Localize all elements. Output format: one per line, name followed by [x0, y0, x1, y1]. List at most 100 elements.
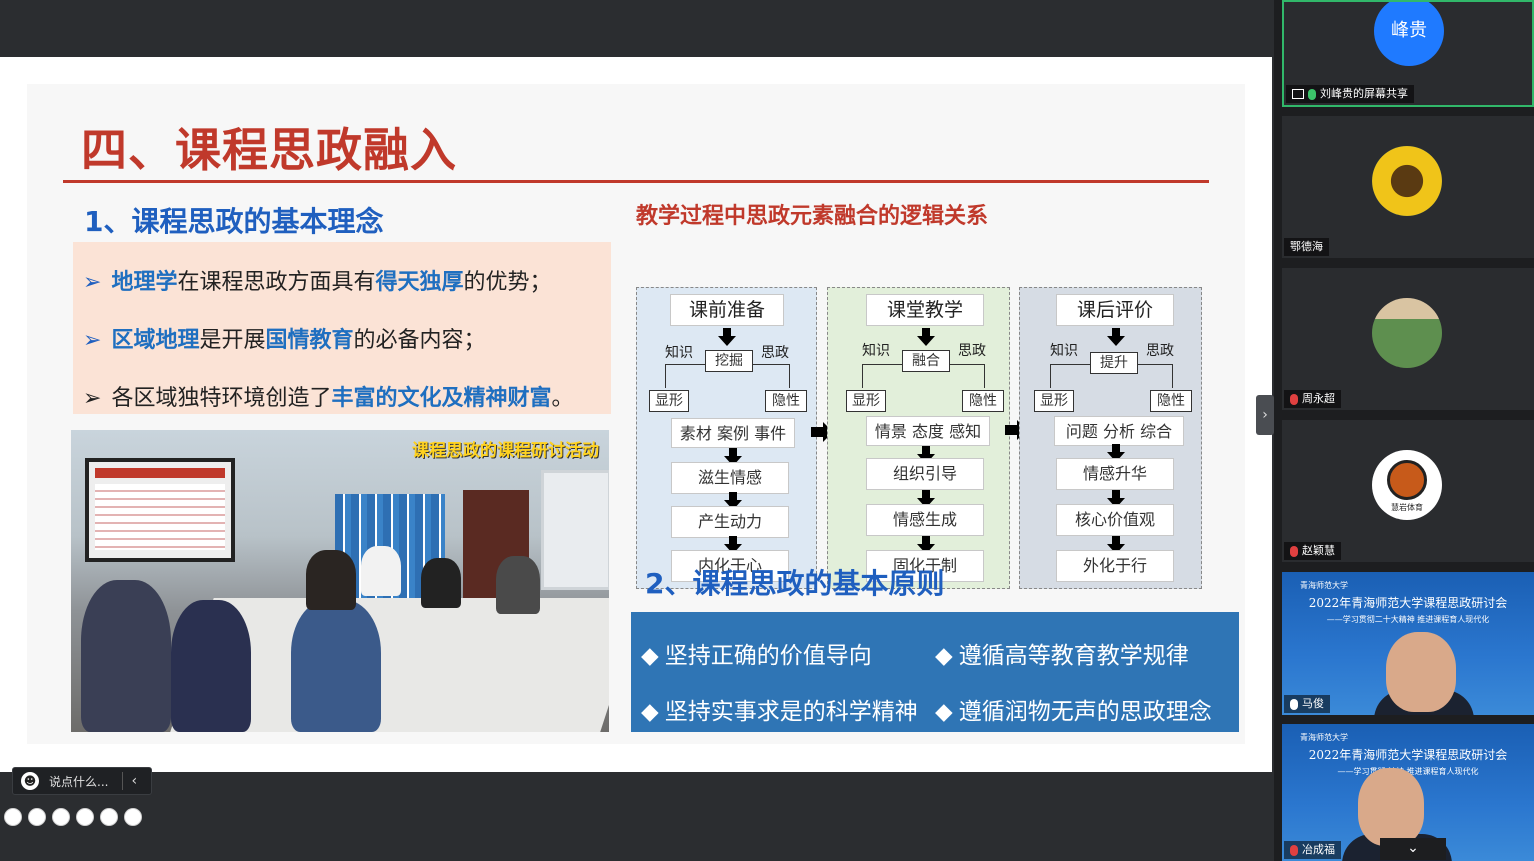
principle-text: 坚持实事求是的科学精神	[664, 699, 918, 725]
principle-text: 遵循润物无声的思政理念	[958, 699, 1212, 725]
principle-item: ◆坚持实事求是的科学精神	[641, 692, 918, 726]
presentation-slide: 四、课程思政融入 1、课程思政的基本理念 ➢地理学在课程思政方面具有得天独厚的优…	[27, 84, 1245, 744]
explicit-box: 显形	[1034, 390, 1074, 412]
down-arrow-icon	[718, 328, 736, 346]
process-box: 融合	[902, 350, 950, 372]
section-heading-concepts: 1、课程思政的基本理念	[84, 205, 384, 238]
connector-line	[753, 364, 789, 365]
principle-text: 坚持正确的价值导向	[664, 643, 872, 669]
explicit-box: 显形	[846, 390, 886, 412]
concept-text: 的必备内容；	[353, 328, 486, 353]
mic-muted-icon	[1290, 545, 1298, 557]
diamond-icon: ◆	[935, 643, 953, 669]
knowledge-label: 知识	[862, 343, 890, 359]
chat-input[interactable]: 说点什么...	[49, 774, 109, 789]
participant-tile[interactable]: 峰贵 刘峰贵的屏幕共享	[1282, 0, 1534, 107]
explicit-box: 显形	[649, 390, 689, 412]
implicit-box: 隐性	[1150, 390, 1192, 412]
connector-line	[665, 364, 666, 388]
mic-muted-icon	[1290, 393, 1298, 405]
photo-person	[171, 600, 251, 732]
stage-heading: 课前准备	[670, 294, 784, 326]
process-box: 提升	[1090, 352, 1138, 374]
implicit-box: 隐性	[765, 390, 807, 412]
avatar: 慧岩体育	[1372, 450, 1442, 520]
highlight-text: 国情教育	[265, 328, 354, 353]
more-icon[interactable]	[124, 808, 142, 826]
section-heading-principles: 2、课程思政的基本原则	[645, 567, 945, 600]
implicit-box: 隐性	[962, 390, 1004, 412]
bullet-arrow-icon: ➢	[83, 386, 102, 411]
photo-person	[361, 546, 401, 596]
photo-person	[81, 580, 171, 732]
participant-name-tag: 赵颖慧	[1284, 542, 1341, 560]
ideology-label: 思政	[1146, 343, 1174, 359]
process-box: 挖掘	[705, 350, 753, 372]
highlight-text: 区域地理	[111, 328, 200, 353]
concepts-box: ➢地理学在课程思政方面具有得天独厚的优势； ➢区域地理是开展国情教育的必备内容；…	[73, 242, 611, 414]
participant-tile[interactable]: 周永超	[1282, 268, 1534, 410]
stage-heading: 课堂教学	[866, 294, 984, 326]
connector-line	[1050, 364, 1090, 365]
prev-slide-icon[interactable]	[4, 808, 22, 826]
scroll-down-button[interactable]: ⌄	[1380, 838, 1446, 860]
avatar: 峰贵	[1374, 2, 1444, 66]
shared-screen: 四、课程思政融入 1、课程思政的基本理念 ➢地理学在课程思政方面具有得天独厚的优…	[0, 57, 1272, 826]
participant-tile[interactable]: 青海师范大学 2022年青海师范大学课程思政研讨会 ——学习贯彻 精神 推进课程…	[1282, 724, 1534, 861]
participant-name-tag: 鄂德海	[1284, 238, 1329, 256]
participant-name-tag: 冶成福	[1284, 841, 1341, 859]
stage-heading: 课后评价	[1056, 294, 1174, 326]
divider	[122, 772, 124, 790]
step-box: 产生动力	[671, 506, 789, 538]
ideology-label: 思政	[761, 345, 789, 361]
mic-icon	[1308, 88, 1316, 100]
step-box: 滋生情感	[671, 462, 789, 494]
resource-row: 情景 态度 感知	[866, 416, 990, 446]
photo-caption: 课程思政的课程研讨活动	[412, 441, 599, 461]
step-box: 外化于行	[1056, 550, 1174, 582]
down-arrow-icon	[724, 536, 742, 554]
knowledge-label: 知识	[1050, 343, 1078, 359]
participant-tile[interactable]: 鄂德海	[1282, 116, 1534, 258]
emoji-icon[interactable]: ☻	[21, 772, 39, 790]
title-divider	[63, 180, 1209, 183]
pen-icon[interactable]	[52, 808, 70, 826]
chat-input-bar[interactable]: ☻ 说点什么... ‹	[12, 767, 152, 795]
resource-row: 素材 案例 事件	[671, 418, 795, 448]
step-box: 组织引导	[866, 458, 984, 490]
slides-grid-icon[interactable]	[76, 808, 94, 826]
panel-toggle-button[interactable]: ›	[1256, 395, 1274, 435]
participant-name: 周永超	[1302, 392, 1335, 405]
basketball-icon	[1387, 460, 1427, 500]
chevron-left-icon[interactable]: ‹	[131, 773, 138, 789]
participant-tile[interactable]: 慧岩体育 赵颖慧	[1282, 420, 1534, 562]
down-arrow-icon	[1107, 328, 1125, 346]
zoom-icon[interactable]	[100, 808, 118, 826]
highlight-text: 得天独厚	[375, 270, 464, 295]
banner-subtitle: ——学习贯彻二十大精神 推进课程育人现代化	[1326, 615, 1490, 624]
participants-panel: 峰贵 刘峰贵的屏幕共享 鄂德海 周永超 慧岩体育 赵颖慧 青海师范大学	[1274, 0, 1534, 861]
participant-name-tag: 周永超	[1284, 390, 1341, 408]
university-logo-text: 青海师范大学	[1300, 581, 1348, 590]
participant-tile[interactable]: 青海师范大学 2022年青海师范大学课程思政研讨会 ——学习贯彻二十大精神 推进…	[1282, 572, 1534, 715]
down-arrow-icon	[917, 490, 935, 508]
concept-item: ➢地理学在课程思政方面具有得天独厚的优势；	[83, 264, 552, 296]
avatar-caption: 慧岩体育	[1391, 503, 1423, 512]
next-slide-icon[interactable]	[28, 808, 46, 826]
knowledge-label: 知识	[665, 345, 693, 361]
participant-name: 冶成福	[1302, 843, 1335, 856]
concept-text: 在课程思政方面具有	[177, 270, 376, 295]
concept-text: 。	[551, 386, 574, 411]
connector-line	[862, 364, 902, 365]
concept-item: ➢区域地理是开展国情教育的必备内容；	[83, 322, 486, 354]
concept-text: 各区域独特环境创造了	[111, 386, 332, 411]
principle-item: ◆坚持正确的价值导向	[641, 636, 872, 670]
connector-line	[665, 364, 705, 365]
diagram-column-before-class: 课前准备 知识 思政 挖掘 显形 隐性 素材 案例 事件 滋生情感 产生动力 内…	[636, 287, 817, 589]
connector-line	[1050, 364, 1051, 388]
bullet-arrow-icon: ➢	[83, 328, 102, 353]
slide-title: 四、课程思政融入	[81, 123, 457, 177]
resource-row: 问题 分析 综合	[1054, 416, 1184, 446]
participant-name-tag: 刘峰贵的屏幕共享	[1286, 85, 1414, 103]
step-box: 内化于心	[671, 550, 789, 582]
